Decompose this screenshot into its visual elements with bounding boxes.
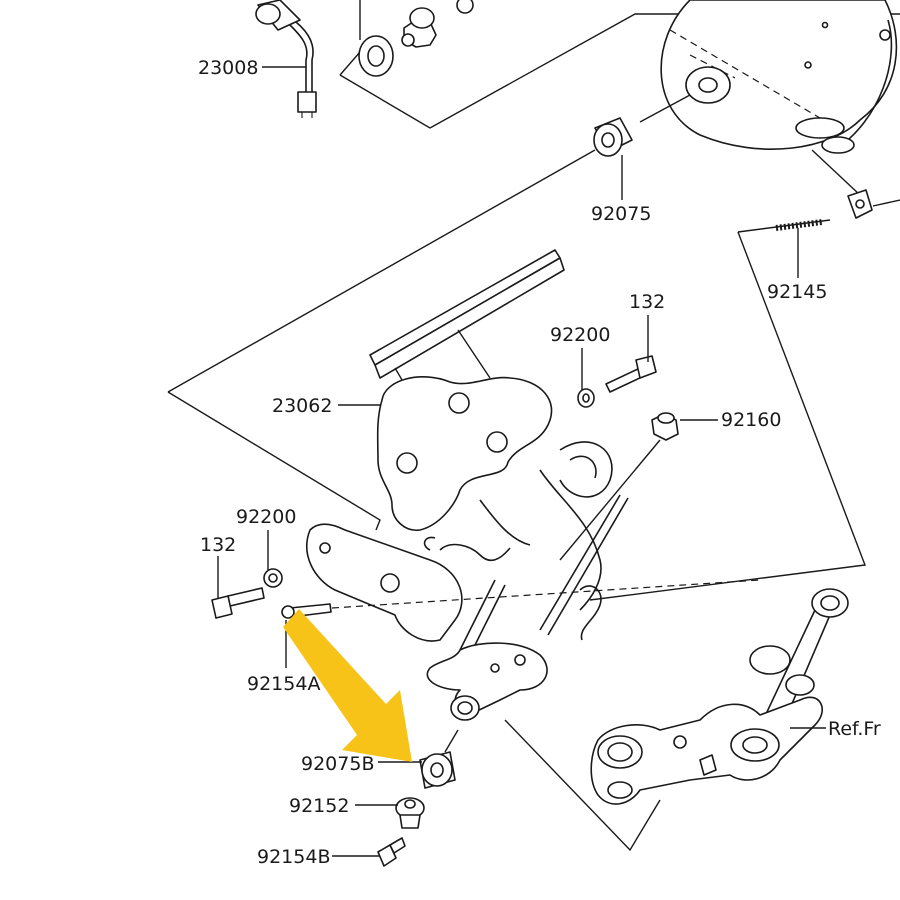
- label-ref-frame: Ref.Fr: [828, 718, 881, 740]
- label-92154B: 92154B: [257, 846, 330, 868]
- headlight-shell: [660, 0, 900, 219]
- part-92075B-grommet: [419, 729, 459, 789]
- steering-stem: [590, 588, 849, 805]
- label-92075: 92075: [591, 203, 651, 225]
- label-92200-top: 92200: [550, 324, 610, 346]
- part-92160-nut: [559, 412, 679, 561]
- label-92152: 92152: [289, 795, 349, 817]
- part-92075-grommet: [593, 94, 691, 157]
- label-92145: 92145: [767, 281, 827, 303]
- label-92154A: 92154A: [247, 673, 320, 695]
- label-92160: 92160: [721, 409, 781, 431]
- part-92154B-bolt: [377, 837, 406, 867]
- part-132-bolt-top: [605, 355, 657, 393]
- upper-grommet-parts: [358, 0, 474, 77]
- part-23062-bracket: [306, 249, 629, 721]
- label-23062: 23062: [272, 395, 332, 417]
- label-23008: 23008: [198, 57, 258, 79]
- part-92200-washer-top: [577, 388, 595, 408]
- part-23008-connector: [255, 0, 317, 118]
- highlight-arrow: [283, 609, 412, 762]
- part-92152-collar: [395, 797, 425, 829]
- part-132-bolt-left: [211, 587, 265, 619]
- label-132-top: 132: [629, 291, 665, 313]
- part-92200-washer-left: [263, 568, 283, 588]
- part-labels: 23008 92075 92145 132 92200 23062 92160 …: [198, 57, 881, 868]
- label-132-left: 132: [200, 534, 236, 556]
- part-92145-spring: [775, 219, 823, 231]
- label-92075B: 92075B: [301, 753, 374, 775]
- label-92200-left: 92200: [236, 506, 296, 528]
